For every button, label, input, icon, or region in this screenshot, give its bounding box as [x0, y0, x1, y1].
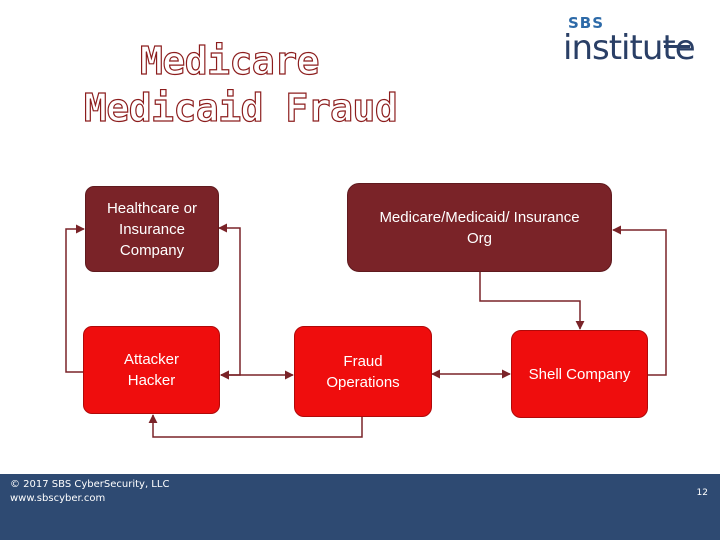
node-attacker-hacker: Attacker Hacker: [83, 326, 220, 414]
node-healthcare-company: Healthcare or Insurance Company: [85, 186, 219, 272]
node-attacker-label: Attacker Hacker: [123, 351, 180, 389]
node-medicare-org: Medicare/Medicaid/ Insurance Org: [347, 183, 612, 272]
page-number: 12: [696, 488, 708, 498]
website-text: www.sbscyber.com: [10, 493, 106, 504]
logo-institute-text: institute: [563, 28, 696, 68]
sbs-institute-logo: SBS institute: [560, 6, 710, 74]
title-line-2: Medicaid Fraud: [83, 85, 398, 130]
logo-sbs-text: SBS: [568, 14, 605, 32]
node-medicare-org-label: Medicare/Medicaid/ Insurance Org: [379, 208, 580, 247]
node-fraud-label: Fraud Operations: [326, 352, 400, 391]
node-shell-company: Shell Company: [511, 330, 648, 418]
copyright-text: © 2017 SBS CyberSecurity, LLC: [10, 479, 170, 490]
connector-org-shell: [479, 272, 585, 330]
node-healthcare-label: Healthcare or Insurance Company: [106, 199, 198, 259]
slide-title: Medicare Medicaid Fraud: [83, 38, 398, 132]
connector-shell-org: [612, 225, 667, 376]
node-shell-label: Shell Company: [528, 365, 631, 383]
footer-copyright: © 2017 SBS CyberSecurity, LLC www.sbscyb…: [10, 478, 169, 506]
title-line-1: Medicare: [139, 38, 320, 83]
connector-attacker-health: [65, 224, 85, 373]
footer-bar: © 2017 SBS CyberSecurity, LLC www.sbscyb…: [0, 474, 720, 540]
logo-underline: [664, 45, 690, 48]
connector-health-attacker: [218, 223, 241, 380]
node-fraud-operations: Fraud Operations: [294, 326, 432, 417]
connector-fraud-attacker-loop: [148, 414, 363, 438]
